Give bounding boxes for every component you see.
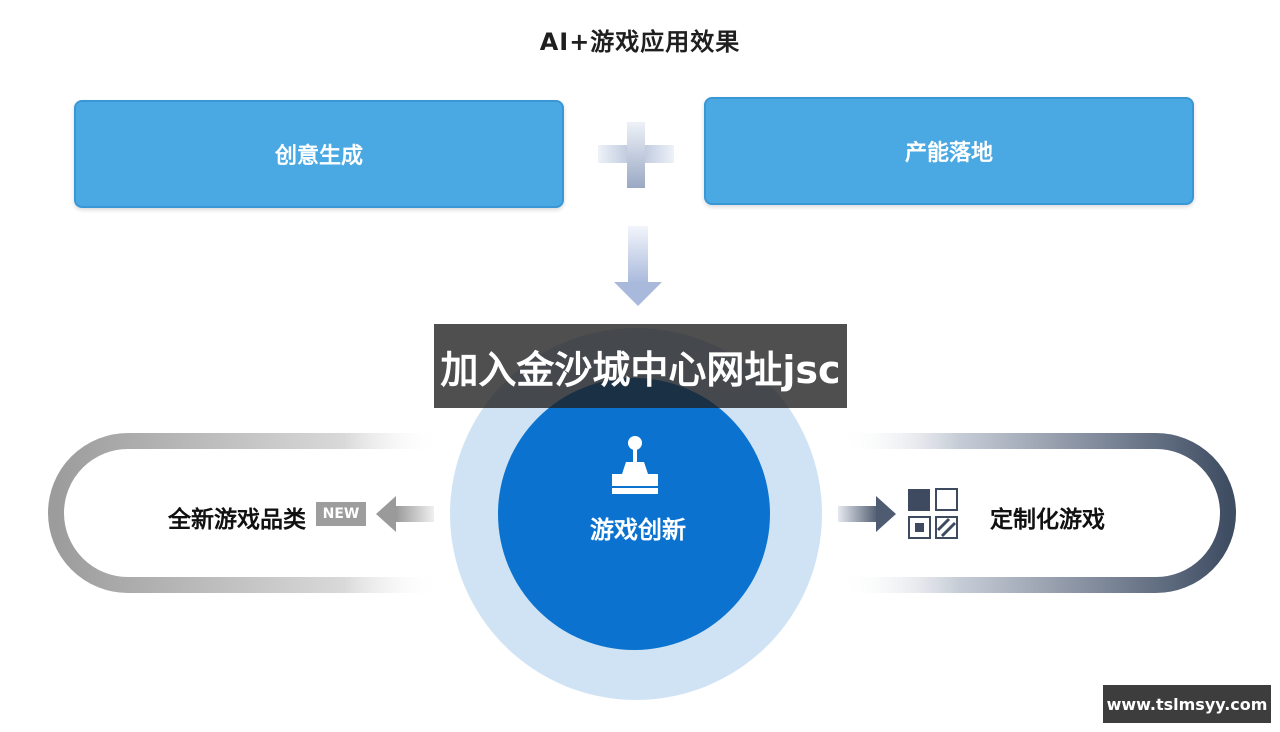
left-arrow-icon [376,496,434,532]
overlay-title: 加入金沙城中心网址jsc [434,324,847,408]
production-landing-box: 产能落地 [704,97,1194,205]
creative-generation-label: 创意生成 [274,144,363,169]
watermark: www.tslmsyy.com [1103,685,1271,723]
new-badge: NEW [316,502,366,526]
plus-icon [598,122,674,188]
joystick-icon [612,436,658,494]
right-arrow-icon [838,496,896,532]
grid-blocks-icon [908,488,958,539]
custom-game-label: 定制化游戏 [990,507,1105,533]
game-innovation-label: 游戏创新 [590,516,686,544]
production-landing-label: 产能落地 [904,141,993,166]
creative-generation-box: 创意生成 [74,100,564,208]
down-arrow-icon [614,226,662,306]
right-loop [840,433,1236,593]
new-game-category-label: 全新游戏品类 [168,507,306,533]
left-loop [48,433,440,593]
diagram-title: AI+游戏应用效果 [539,28,741,56]
center-circle [498,378,770,650]
